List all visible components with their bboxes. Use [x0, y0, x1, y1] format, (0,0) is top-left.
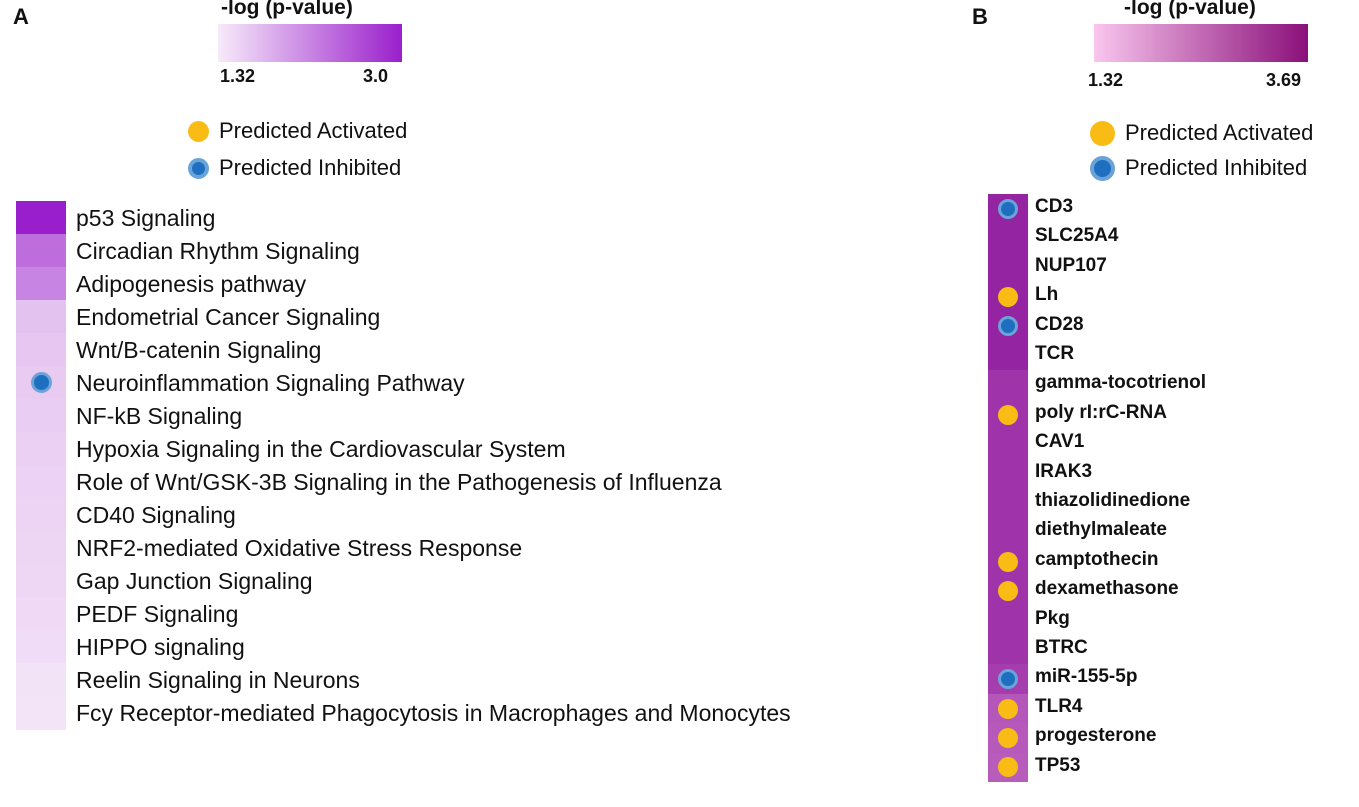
heatmap-row-label: Fcy Receptor-mediated Phagocytosis in Ma… — [76, 700, 791, 726]
inhibited-dot-icon — [1090, 155, 1115, 181]
activated-marker-icon — [998, 551, 1018, 572]
heatmap-row-label: CD3 — [1035, 196, 1074, 217]
panel-a-legend-activated: Predicted Activated — [188, 118, 407, 144]
heatmap-row-label: diethylmaleate — [1035, 519, 1167, 541]
legend-activated-label: Predicted Activated — [1125, 120, 1314, 145]
legend-activated-label: Predicted Activated — [219, 118, 408, 143]
panel-b-legend-inhibited: Predicted Inhibited — [1090, 155, 1307, 181]
activated-marker-icon — [998, 286, 1018, 307]
heatmap-cell — [16, 531, 66, 565]
heatmap-row-label: CD40 Signaling — [76, 502, 236, 528]
heatmap-row-label: p53 Signaling — [76, 205, 216, 231]
panel-a-colorbar-min: 1.32 — [220, 66, 256, 86]
heatmap-row-label: HIPPO signaling — [76, 634, 245, 660]
heatmap-row-label: TCR — [1035, 343, 1075, 364]
activated-dot-icon — [1090, 120, 1115, 146]
inhibited-marker-icon — [30, 372, 52, 393]
panel-a-legend-inhibited: Predicted Inhibited — [188, 155, 401, 181]
panel-b-colorbar-min: 1.32 — [1088, 70, 1124, 90]
heatmap-cell — [988, 252, 1028, 283]
heatmap-row-label: Wnt/B-catenin Signaling — [76, 337, 322, 363]
activated-marker-icon — [998, 757, 1018, 778]
heatmap-cell — [16, 267, 66, 301]
heatmap-row-label: NRF2-mediated Oxidative Stress Response — [76, 535, 523, 561]
heatmap-row-label: camptothecin — [1035, 548, 1159, 570]
panel-a-colorbar-max: 3.0 — [363, 66, 389, 86]
panel-b-colorbar — [1094, 24, 1308, 62]
heatmap-cell — [16, 498, 66, 532]
heatmap-cell — [16, 630, 66, 664]
heatmap-row-label: Hypoxia Signaling in the Cardiovascular … — [76, 436, 566, 462]
heatmap-cell — [988, 341, 1028, 371]
heatmap-cell — [988, 635, 1028, 665]
heatmap-row-label: Endometrial Cancer Signaling — [76, 304, 381, 330]
legend-inhibited-label: Predicted Inhibited — [1125, 155, 1308, 180]
heatmap-row-label: Pkg — [1035, 607, 1070, 629]
panel-b-legend-activated: Predicted Activated — [1090, 120, 1313, 146]
heatmap-cell — [988, 223, 1028, 254]
heatmap-cell — [16, 696, 66, 730]
heatmap-row-label: poly rI:rC-RNA — [1035, 401, 1167, 423]
heatmap-cell — [16, 300, 66, 334]
activated-marker-icon — [998, 698, 1018, 719]
heatmap-row-label: progesterone — [1035, 725, 1157, 747]
heatmap-cell — [988, 370, 1028, 401]
heatmap-row-label: gamma-tocotrienol — [1035, 372, 1207, 394]
heatmap-row-label: Lh — [1035, 284, 1059, 306]
inhibited-dot-icon — [188, 157, 209, 179]
heatmap-row-label: NUP107 — [1035, 254, 1107, 276]
heatmap-cell — [16, 201, 66, 235]
heatmap-row-label: Circadian Rhythm Signaling — [76, 238, 360, 264]
heatmap-row-label: miR-155-5p — [1035, 666, 1138, 688]
activated-marker-icon — [998, 404, 1018, 425]
legend-inhibited-label: Predicted Inhibited — [219, 155, 402, 180]
heatmap-row-label: TLR4 — [1035, 695, 1083, 717]
panel-b-colorbar-max: 3.69 — [1266, 70, 1302, 90]
heatmap-row-label: PEDF Signaling — [76, 601, 239, 627]
heatmap-row-label: SLC25A4 — [1035, 225, 1119, 247]
panel-a-colorbar — [218, 24, 402, 62]
heatmap-cell — [16, 465, 66, 499]
heatmap-row-label: Role of Wnt/GSK-3B Signaling in the Path… — [76, 469, 722, 495]
heatmap-row-label: Reelin Signaling in Neurons — [76, 667, 360, 693]
heatmap-row-label: IRAK3 — [1035, 460, 1093, 482]
heatmap-cell — [988, 488, 1028, 518]
heatmap-cell — [16, 399, 66, 433]
heatmap-row-label: Neuroinflammation Signaling Pathway — [76, 370, 465, 396]
heatmap-row-label: BTRC — [1035, 637, 1088, 658]
panel-b-colorbar-title: -log (p-value) — [1124, 0, 1256, 19]
heatmap-cell — [988, 605, 1028, 636]
panel-a-colorbar-title: -log (p-value) — [221, 0, 353, 19]
heatmap-row-label: CAV1 — [1035, 431, 1085, 453]
heatmap-row-label: Gap Junction Signaling — [76, 568, 313, 594]
heatmap-cell — [988, 429, 1028, 460]
heatmap-row-label: thiazolidinedione — [1035, 490, 1191, 511]
heatmap-cell — [16, 234, 66, 268]
heatmap-cell — [16, 597, 66, 631]
inhibited-marker-icon — [998, 316, 1018, 337]
heatmap-cell — [16, 333, 66, 367]
heatmap-row-label: NF-kB Signaling — [76, 403, 243, 429]
heatmap-row-label: Adipogenesis pathway — [76, 271, 307, 297]
heatmap-cell — [988, 517, 1028, 548]
panel-a-letter: A — [13, 4, 29, 29]
heatmap-cell — [16, 564, 66, 598]
inhibited-marker-icon — [998, 669, 1018, 690]
heatmap-row-label: TP53 — [1035, 754, 1081, 776]
activated-marker-icon — [998, 580, 1018, 601]
heatmap-row-label: dexamethasone — [1035, 578, 1179, 600]
heatmap-cell — [16, 432, 66, 466]
heatmap-cell — [988, 458, 1028, 489]
heatmap-row-label: CD28 — [1035, 313, 1084, 335]
panel-b-letter: B — [972, 4, 988, 29]
activated-marker-icon — [998, 727, 1018, 748]
activated-dot-icon — [188, 120, 209, 142]
inhibited-marker-icon — [998, 198, 1018, 219]
heatmap-cell — [16, 663, 66, 697]
